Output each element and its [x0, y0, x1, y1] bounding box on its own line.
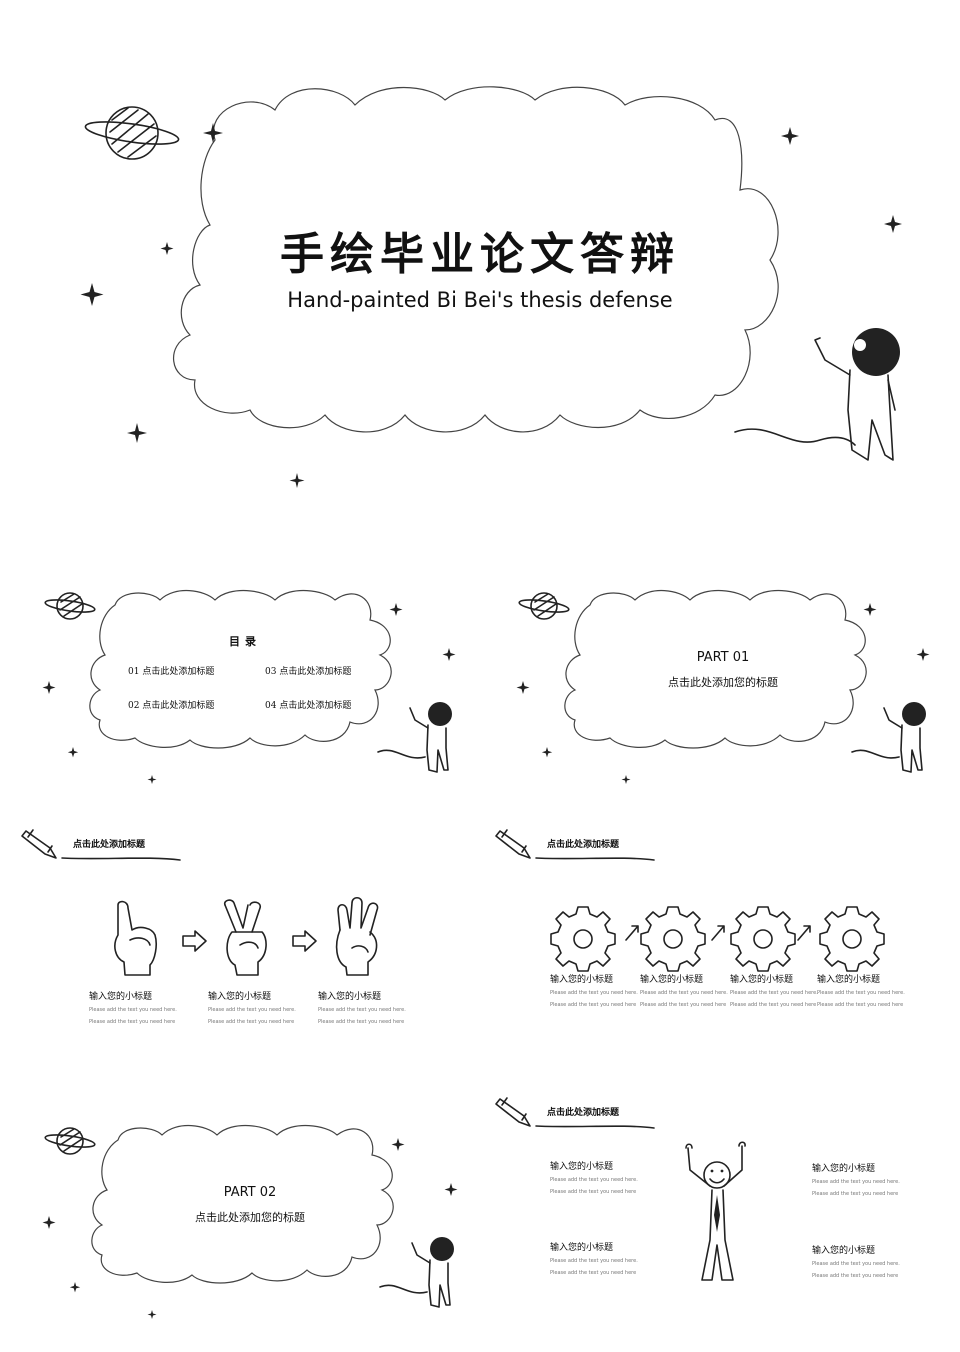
pencil-icon — [21, 829, 181, 861]
gears-item-4-line2: Please add the text you need here — [817, 1002, 904, 1008]
gears-item-4-line1: Please add the text you need here. — [817, 990, 905, 996]
astronaut-icon — [851, 702, 926, 773]
person-header[interactable]: 点击此处添加标题 — [547, 1108, 620, 1118]
part1-cloud-icon — [564, 589, 867, 749]
planet-icon — [84, 106, 180, 160]
part1-label: PART 01 — [696, 650, 750, 665]
person-item-3-line1: Please add the text you need here. — [812, 1179, 900, 1185]
toc-item-2[interactable]: 02 点击此处添加标题 — [128, 701, 215, 711]
person-item-4-title[interactable]: 输入您的小标题 — [812, 1246, 876, 1256]
person-item-1-line2: Please add the text you need here — [550, 1189, 637, 1195]
star-icon — [80, 123, 902, 488]
hands-item-2-title[interactable]: 输入您的小标题 — [208, 992, 272, 1002]
arrow-right-icon — [182, 930, 207, 952]
planet-icon — [518, 592, 570, 620]
hand-three-icon — [335, 896, 379, 976]
person-item-3-line2: Please add the text you need here — [812, 1191, 899, 1197]
toc-item-1[interactable]: 01 点击此处添加标题 — [128, 667, 215, 677]
hands-item-3-line1: Please add the text you need here. — [318, 1007, 406, 1013]
cover-cloud-icon — [173, 86, 779, 433]
toc-cloud-icon — [89, 589, 392, 749]
arrow-right-icon — [797, 925, 811, 941]
gears-item-1-line1: Please add the text you need here. — [550, 990, 638, 996]
astronaut-icon — [734, 328, 900, 461]
astronaut-icon — [377, 702, 452, 773]
arrow-right-icon — [625, 925, 639, 941]
cover-subtitle: Hand-painted Bi Bei's thesis defense — [287, 288, 673, 312]
gear-icon — [819, 906, 885, 972]
gears-item-4-title[interactable]: 输入您的小标题 — [817, 975, 881, 985]
hands-item-1-line2: Please add the text you need here — [89, 1019, 176, 1025]
person-item-4-line2: Please add the text you need here — [812, 1273, 899, 1279]
toc-item-4[interactable]: 04 点击此处添加标题 — [265, 701, 352, 711]
hands-header[interactable]: 点击此处添加标题 — [73, 840, 146, 850]
gears-item-1-title[interactable]: 输入您的小标题 — [550, 975, 614, 985]
gears-item-2-line1: Please add the text you need here. — [640, 990, 728, 996]
gear-icon — [730, 906, 796, 972]
person-item-1-title[interactable]: 输入您的小标题 — [550, 1162, 614, 1172]
hands-item-2-line2: Please add the text you need here — [208, 1019, 295, 1025]
star-icon — [42, 603, 456, 784]
hands-item-1-line1: Please add the text you need here. — [89, 1007, 177, 1013]
person-item-4-line1: Please add the text you need here. — [812, 1261, 900, 1267]
part1-title[interactable]: 点击此处添加您的标题 — [668, 676, 778, 689]
cover-title: 手绘毕业论文答辩 — [280, 229, 680, 280]
gears-item-3-line1: Please add the text you need here. — [730, 990, 818, 996]
part2-title[interactable]: 点击此处添加您的标题 — [195, 1211, 305, 1224]
gears-header[interactable]: 点击此处添加标题 — [547, 840, 620, 850]
hand-one-icon — [114, 900, 157, 976]
arrow-right-icon — [711, 925, 725, 941]
hands-item-2-line1: Please add the text you need here. — [208, 1007, 296, 1013]
person-item-3-title[interactable]: 输入您的小标题 — [812, 1164, 876, 1174]
gear-icon — [550, 906, 616, 972]
gears-item-2-line2: Please add the text you need here — [640, 1002, 727, 1008]
hands-item-3-title[interactable]: 输入您的小标题 — [318, 992, 382, 1002]
person-item-2-title[interactable]: 输入您的小标题 — [550, 1243, 614, 1253]
person-item-2-line2: Please add the text you need here — [550, 1270, 637, 1276]
pencil-icon — [495, 829, 655, 861]
part2-label: PART 02 — [223, 1185, 277, 1200]
toc-item-3[interactable]: 03 点击此处添加标题 — [265, 667, 352, 677]
star-icon — [516, 603, 930, 784]
hands-item-3-line2: Please add the text you need here — [318, 1019, 405, 1025]
gears-item-2-title[interactable]: 输入您的小标题 — [640, 975, 704, 985]
gear-icon — [640, 906, 706, 972]
arrow-right-icon — [292, 930, 317, 952]
hand-two-icon — [223, 899, 267, 976]
planet-icon — [44, 592, 96, 620]
gears-item-3-line2: Please add the text you need here — [730, 1002, 817, 1008]
gears-item-1-line2: Please add the text you need here — [550, 1002, 637, 1008]
person-item-2-line1: Please add the text you need here. — [550, 1258, 638, 1264]
hands-item-1-title[interactable]: 输入您的小标题 — [89, 992, 153, 1002]
person-item-1-line1: Please add the text you need here. — [550, 1177, 638, 1183]
gears-item-3-title[interactable]: 输入您的小标题 — [730, 975, 794, 985]
toc-heading: 目录 — [229, 635, 261, 648]
